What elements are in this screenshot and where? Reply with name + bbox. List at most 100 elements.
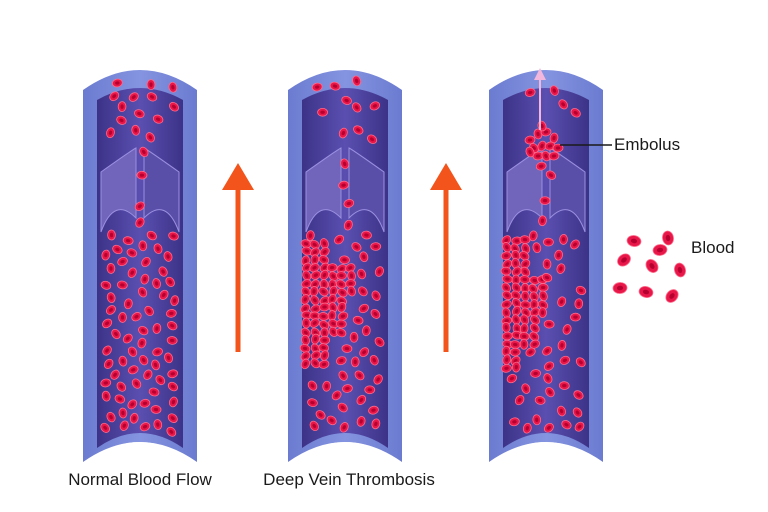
red-blood-cell [310,270,321,280]
red-blood-cell [521,243,531,254]
red-blood-cell [519,338,529,350]
red-blood-cell [135,217,145,228]
red-blood-cell [307,398,318,408]
red-blood-cell [561,420,572,430]
red-blood-cell [101,390,111,402]
red-blood-cell [554,249,563,261]
red-blood-cell [337,402,348,413]
red-blood-cell [509,417,520,427]
red-blood-cell [570,239,580,250]
red-blood-cell [106,411,116,423]
red-blood-cell [168,396,178,408]
red-blood-cell [339,422,349,433]
red-blood-cell [342,384,353,393]
red-blood-cell [152,278,161,289]
label-blood: Blood [691,238,735,257]
red-blood-cell [106,127,115,139]
red-blood-cell [522,422,532,434]
red-blood-cell [118,355,128,367]
red-blood-cell [559,355,571,365]
red-blood-cell [501,363,512,373]
red-blood-cell [525,146,535,158]
red-blood-cell [532,414,542,426]
red-blood-cell [139,146,149,158]
red-blood-cell [347,270,356,282]
red-blood-cell [367,134,378,145]
red-blood-cell [371,418,381,430]
red-blood-cell [574,421,585,432]
red-blood-cell [575,285,587,296]
red-blood-cell [329,81,341,91]
red-blood-cell [359,251,369,263]
red-blood-cell [537,300,549,310]
embolus-cluster [524,120,564,162]
red-blood-cell [300,294,310,305]
red-blood-cell [100,280,112,290]
red-blood-cell [319,279,329,290]
red-blood-cell [532,242,542,253]
red-blood-cell [152,114,164,124]
red-blood-cell [299,344,311,353]
red-blood-cell [153,243,163,254]
red-blood-cell [112,244,123,255]
red-blood-cell [319,320,330,330]
red-blood-cell [524,135,536,145]
red-blood-cell [335,319,347,329]
red-blood-cell [557,296,567,307]
red-blood-cell [140,273,150,285]
red-blood-cell [356,394,367,405]
blood-legend-cells [612,230,686,303]
red-blood-cell [310,304,321,314]
red-blood-cell [128,365,139,375]
red-blood-cell [556,263,566,274]
red-blood-cell [167,369,179,379]
red-blood-cell [168,231,179,241]
red-blood-cell [309,420,319,432]
blood-cells [338,158,355,231]
red-blood-cell [652,244,668,256]
red-blood-cell [500,251,512,261]
red-blood-cell [347,285,356,297]
red-blood-cell [359,347,370,358]
red-blood-cell [138,287,148,298]
red-blood-cell [117,257,128,267]
red-blood-cell [338,370,348,381]
red-blood-cell [318,286,329,297]
red-blood-cell [122,333,133,344]
red-blood-cell [617,253,631,267]
red-blood-cell [101,249,111,261]
red-blood-cell [319,335,331,345]
red-blood-cell [343,199,355,208]
blood-cells [524,85,581,118]
red-blood-cell [320,350,330,361]
red-blood-cell [335,279,347,289]
red-blood-cell [319,296,331,306]
red-blood-cell [548,151,560,161]
red-blood-cell [538,215,547,227]
red-blood-cell [501,235,512,246]
blood-cells [134,146,149,228]
red-blood-cell [300,351,311,362]
red-blood-cell [520,259,531,269]
red-blood-cell [514,394,525,406]
red-blood-cell [662,230,674,246]
red-blood-cell [511,282,522,293]
red-blood-cell [502,242,512,253]
red-blood-cell [106,292,116,303]
red-blood-cell [134,201,145,211]
red-blood-cell [362,325,371,337]
red-blood-cell [558,381,570,390]
red-blood-cell [612,282,628,294]
red-blood-cell [552,143,564,153]
red-blood-cell [309,318,320,328]
red-blood-cell [520,266,531,277]
red-blood-cell [319,262,330,273]
red-blood-cell [541,273,553,283]
red-blood-cell [511,249,521,261]
red-blood-cell [538,290,548,302]
pink-up-arrow-icon [534,68,546,130]
red-blood-cell [328,271,339,282]
red-blood-cell [334,234,345,245]
red-blood-cell [356,416,366,427]
red-blood-cell [127,267,137,278]
